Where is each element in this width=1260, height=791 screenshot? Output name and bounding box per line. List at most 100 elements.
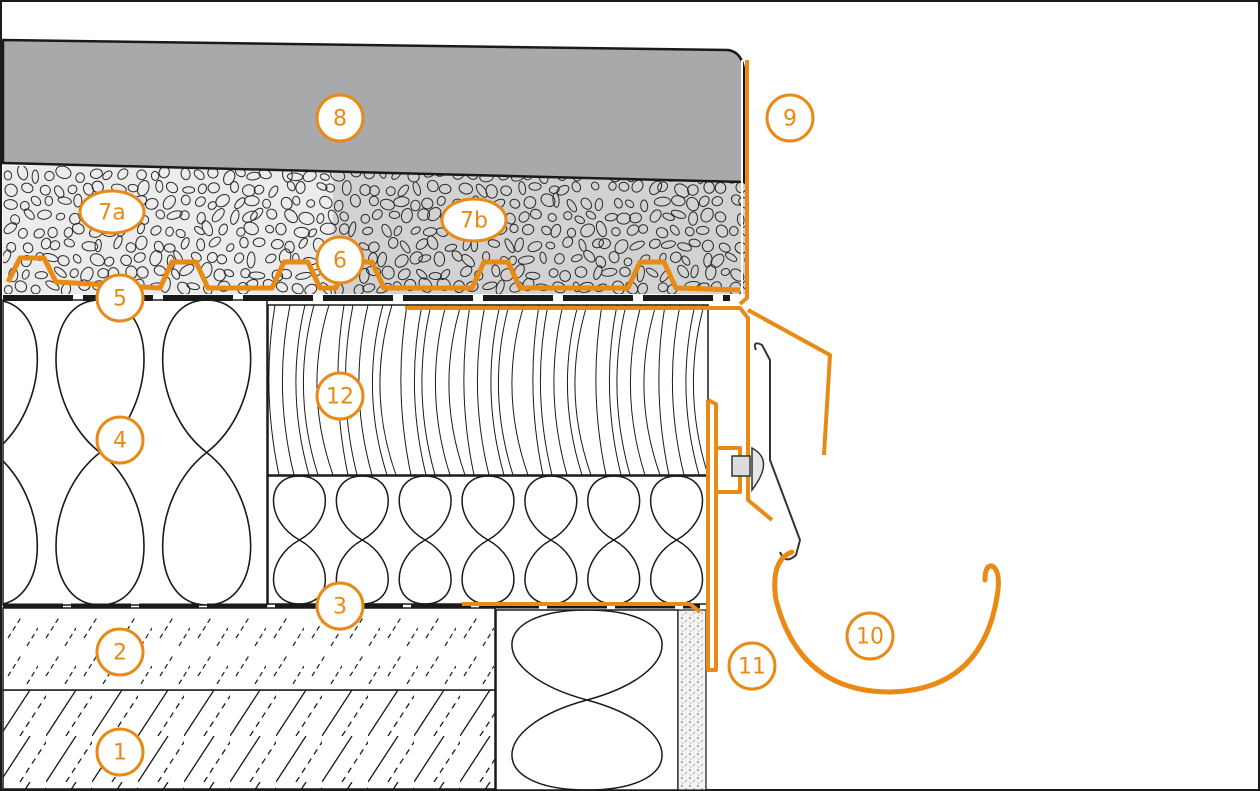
gravel-stone bbox=[360, 213, 371, 224]
insulation-curve bbox=[524, 476, 578, 604]
gravel-stone bbox=[182, 186, 196, 194]
gravel-stone bbox=[155, 209, 166, 220]
gravel-stone bbox=[518, 211, 530, 223]
gravel-stone bbox=[243, 221, 259, 236]
gravel-stone bbox=[670, 209, 687, 219]
gravel-stone bbox=[33, 228, 45, 239]
gravel-stone bbox=[550, 223, 562, 238]
gravel-stone bbox=[44, 195, 54, 207]
gravel-stone bbox=[53, 266, 67, 278]
insulation-curve bbox=[587, 476, 641, 604]
callout-label: 8 bbox=[333, 107, 347, 132]
insulation-curve bbox=[511, 610, 663, 790]
gravel-stone bbox=[137, 223, 145, 235]
gravel-stone bbox=[715, 224, 729, 238]
gravel-stone bbox=[637, 282, 648, 294]
facade-insulation-pattern bbox=[511, 610, 663, 790]
gravel-stone bbox=[30, 195, 42, 207]
gravel-stone bbox=[684, 226, 695, 237]
gravel-stone bbox=[307, 228, 318, 238]
gravel-stone bbox=[193, 169, 205, 181]
gravel-stone bbox=[120, 254, 132, 266]
gravel-stone bbox=[409, 251, 423, 265]
gravel-stone bbox=[700, 207, 714, 223]
gravel-stone bbox=[509, 223, 519, 234]
wood-grain-line bbox=[511, 305, 529, 475]
gravel-stone bbox=[268, 185, 279, 198]
gravel-stone bbox=[718, 242, 731, 253]
gravel-stone bbox=[460, 265, 473, 278]
gravel-stone bbox=[179, 210, 190, 221]
callout-label: 2 bbox=[113, 641, 127, 666]
gravel-stone bbox=[230, 209, 240, 225]
gravel-stone bbox=[495, 279, 505, 294]
insulation-curve bbox=[3, 460, 39, 605]
gravel-stone bbox=[521, 224, 535, 236]
insulation-curve bbox=[3, 300, 39, 445]
gravel-stone bbox=[475, 183, 488, 198]
gravel-stone bbox=[592, 238, 604, 249]
gravel-stone bbox=[539, 251, 547, 264]
gravel-stone bbox=[341, 180, 352, 196]
callout-label: 6 bbox=[333, 249, 347, 274]
gravel-stone bbox=[19, 200, 30, 211]
gravel-stone bbox=[304, 283, 318, 294]
gravel-stone bbox=[648, 238, 661, 249]
gravel-stone bbox=[655, 227, 669, 239]
wood-grain-line bbox=[532, 305, 544, 475]
gravel-stone bbox=[482, 281, 498, 291]
gravel-stone bbox=[585, 210, 597, 220]
gravel-stone bbox=[242, 210, 258, 223]
gravel-stone bbox=[49, 240, 61, 251]
gravel-stone bbox=[724, 252, 738, 262]
gravel-stone bbox=[319, 195, 333, 209]
gravel-stone bbox=[34, 271, 48, 280]
gravel-stone bbox=[625, 199, 635, 208]
gravel-stone bbox=[306, 199, 316, 208]
gravel-stone bbox=[145, 198, 159, 210]
gravel-stone bbox=[517, 255, 535, 265]
gravel-stone bbox=[165, 226, 174, 237]
gravel-stone bbox=[426, 235, 439, 250]
callout-ring bbox=[95, 627, 145, 677]
gravel-stone bbox=[394, 254, 409, 268]
callout-marker-12: 12 bbox=[315, 371, 365, 421]
gravel-stone bbox=[518, 181, 527, 196]
gravel-stone bbox=[645, 267, 659, 278]
gravel-stone bbox=[698, 195, 710, 207]
drainage-mat bbox=[5, 255, 741, 293]
gravel-stone bbox=[595, 220, 607, 238]
gravel-stone bbox=[55, 212, 66, 221]
gravel-stone bbox=[381, 265, 395, 280]
callout-label: 4 bbox=[113, 429, 127, 454]
gravel-stone bbox=[166, 210, 183, 220]
gravel-stone bbox=[72, 254, 82, 264]
gravel-stone bbox=[671, 195, 686, 207]
gravel-stone bbox=[316, 213, 325, 224]
gravel-stone bbox=[444, 243, 458, 252]
gravel-stone bbox=[57, 196, 72, 205]
wood-grain-line bbox=[413, 305, 427, 475]
gravel-stone bbox=[387, 237, 399, 249]
gravel-stone bbox=[286, 172, 304, 182]
gravel-stone bbox=[677, 264, 690, 279]
gravel-stone bbox=[563, 211, 573, 221]
callout-marker-7b: 7b bbox=[440, 197, 508, 243]
gravel-stone bbox=[223, 269, 235, 278]
callout-label: 12 bbox=[326, 385, 354, 410]
gravel-stone bbox=[21, 182, 34, 194]
gravel-stone bbox=[81, 241, 99, 252]
gravel-stone bbox=[266, 208, 278, 220]
wood-grain-line bbox=[421, 305, 436, 475]
callout-marker-4: 4 bbox=[95, 415, 145, 465]
gravel-stone bbox=[339, 211, 349, 222]
gravel-stone bbox=[421, 197, 434, 210]
gravel-stone bbox=[44, 170, 55, 182]
wood-grain-line bbox=[629, 305, 646, 475]
wood-grain-line bbox=[371, 305, 388, 475]
gravel-stone bbox=[523, 196, 537, 209]
gravel-stone bbox=[234, 197, 246, 210]
gravel-stone bbox=[4, 183, 18, 197]
gravel-stone bbox=[552, 192, 560, 208]
gravel-stone bbox=[327, 209, 339, 225]
